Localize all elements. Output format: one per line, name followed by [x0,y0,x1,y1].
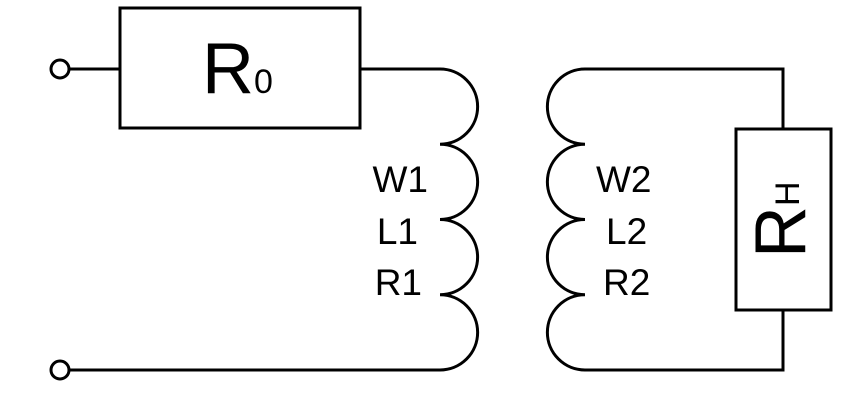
wire-secondary-top-to-rh [585,67,785,129]
resistor-rh-body [734,127,833,312]
resistor-rh-label: RH [741,181,821,258]
primary-coil [439,67,480,372]
resistor-r0: R0 [118,6,362,130]
secondary-coil-label-w: W2 [596,159,652,200]
resistor-rh-main-letter: R [741,206,821,258]
input-terminal-bottom [49,359,71,381]
resistor-r0-subscript: 0 [254,63,273,101]
secondary-coil-label-r: R2 [603,262,650,303]
primary-coil-label-r: R1 [375,262,422,303]
wire-secondary-bottom-to-rh [585,310,785,372]
secondary-coil [545,67,586,372]
primary-coil-label-l: L1 [377,211,418,252]
resistor-r0-main-letter: R [202,29,254,109]
primary-coil-label-w: W1 [373,159,429,200]
secondary-coil-label-l: L2 [606,211,647,252]
resistor-r0-body [118,6,362,130]
resistor-rh: RH [734,127,833,312]
resistor-r0-label: R0 [202,29,273,109]
input-terminal-top [49,58,71,80]
resistor-rh-subscript: H [769,181,807,206]
